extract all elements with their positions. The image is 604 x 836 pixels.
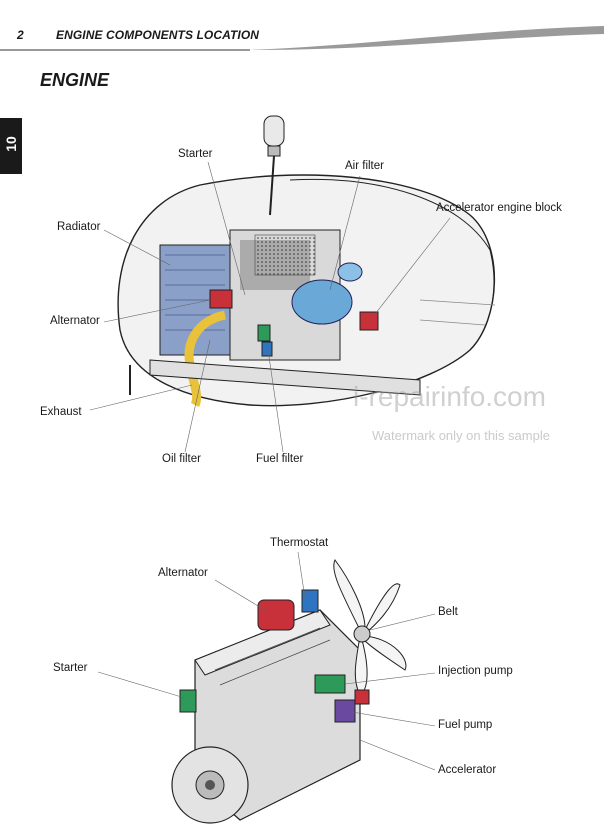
label-alternator-2: Alternator: [158, 567, 208, 579]
label-belt: Belt: [438, 606, 458, 618]
label-starter: Starter: [178, 148, 213, 160]
chapter-tab: 10: [0, 118, 22, 174]
header-section-title: ENGINE COMPONENTS LOCATION: [56, 28, 260, 42]
label-exhaust: Exhaust: [40, 406, 82, 418]
header-swoosh: [0, 26, 604, 51]
label-accelerator: Accelerator: [438, 764, 497, 776]
label-thermostat: Thermostat: [270, 537, 329, 549]
label-air-filter: Air filter: [345, 160, 384, 172]
label-injection-pump: Injection pump: [438, 665, 513, 677]
label-radiator: Radiator: [57, 221, 101, 233]
label-accelerator-engine-block: Accelerator engine block: [436, 202, 562, 214]
label-alternator: Alternator: [50, 315, 100, 327]
label-fuel-filter: Fuel filter: [256, 453, 304, 465]
label-oil-filter: Oil filter: [162, 453, 201, 465]
page-number: 2: [17, 28, 24, 42]
watermark-site: i-repairinfo.com: [353, 381, 546, 412]
watermark-note: Watermark only on this sample: [372, 428, 550, 443]
label-starter-2: Starter: [53, 662, 88, 674]
section-title: ENGINE: [40, 70, 110, 90]
label-fuel-pump: Fuel pump: [438, 719, 493, 731]
